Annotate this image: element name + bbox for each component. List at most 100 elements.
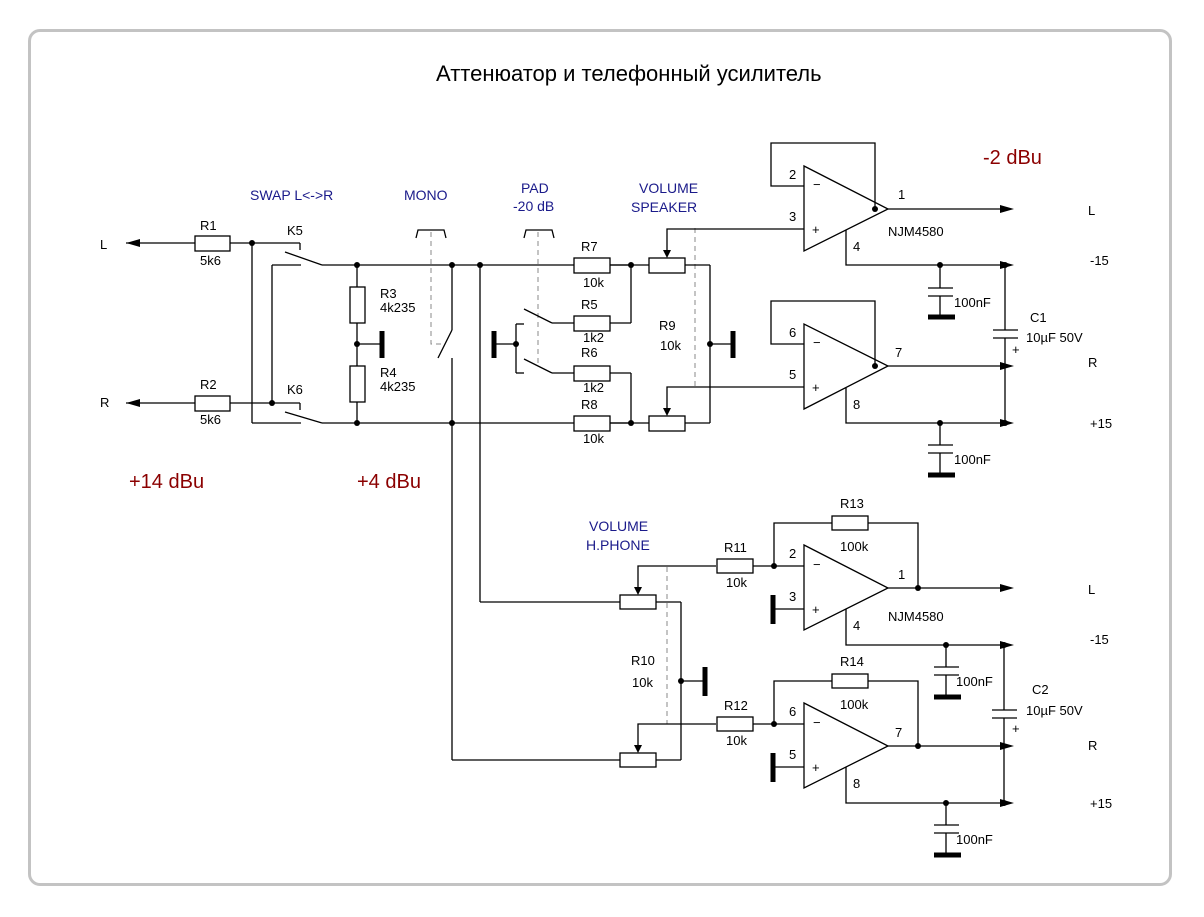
volume-speaker-label-1: VOLUME bbox=[639, 180, 698, 196]
resistor-r13 bbox=[831, 515, 869, 531]
supply-neg2-label: -15 bbox=[1090, 632, 1109, 647]
potentiometer-r10-r bbox=[619, 752, 657, 768]
wiper-arrow-icon bbox=[634, 587, 642, 595]
pin-1: 1 bbox=[898, 567, 905, 582]
potentiometer-r9-l bbox=[648, 257, 686, 274]
resistor-r1 bbox=[194, 235, 231, 252]
r5-ref: R5 bbox=[581, 297, 598, 312]
pin-5: 5 bbox=[789, 367, 796, 382]
pin-6: 6 bbox=[789, 704, 796, 719]
pad-label-2: -20 dB bbox=[513, 198, 554, 214]
supply-neg1-label: -15 bbox=[1090, 253, 1109, 268]
r11-value: 10k bbox=[726, 575, 747, 590]
swap-label: SWAP L<->R bbox=[250, 187, 333, 203]
resistor-r6 bbox=[573, 365, 611, 382]
pin-3: 3 bbox=[789, 589, 796, 604]
supply-arrow-icon bbox=[1000, 419, 1014, 427]
opamp-part-label: NJM4580 bbox=[888, 224, 944, 239]
resistor-r2 bbox=[194, 395, 231, 412]
supply-arrow-icon bbox=[1000, 799, 1014, 807]
c1-ref: C1 bbox=[1030, 310, 1047, 325]
output-r-arrow-icon bbox=[1000, 362, 1014, 370]
mono-label: MONO bbox=[404, 187, 448, 203]
potentiometer-r9-r bbox=[648, 415, 686, 432]
resistor-r12 bbox=[716, 716, 754, 732]
output-r-arrow-icon bbox=[1000, 742, 1014, 750]
resistor-r5 bbox=[573, 315, 611, 332]
r2-value: 5k6 bbox=[200, 412, 221, 427]
k6-ref: K6 bbox=[287, 382, 303, 397]
diagram-frame bbox=[28, 29, 1172, 886]
output-l-arrow-icon bbox=[1000, 205, 1014, 213]
r3-ref: R3 bbox=[380, 286, 397, 301]
r7-value: 10k bbox=[583, 275, 604, 290]
r8-value: 10k bbox=[583, 431, 604, 446]
pin-3: 3 bbox=[789, 209, 796, 224]
opamp-u1b bbox=[803, 322, 890, 411]
r12-value: 10k bbox=[726, 733, 747, 748]
r4-value: 4k235 bbox=[380, 379, 415, 394]
cap-100nf-label: 100nF bbox=[956, 674, 993, 689]
pin-7: 7 bbox=[895, 725, 902, 740]
switch-k6 bbox=[284, 411, 323, 424]
pin-1: 1 bbox=[898, 187, 905, 202]
potentiometer-r10-l bbox=[619, 594, 657, 610]
output2-r-label: R bbox=[1088, 738, 1097, 753]
r13-value: 100k bbox=[840, 539, 869, 554]
r11-ref: R11 bbox=[724, 540, 747, 555]
r10-value: 10k bbox=[632, 675, 653, 690]
pin-5: 5 bbox=[789, 747, 796, 762]
cap-100nf-label: 100nF bbox=[954, 295, 991, 310]
input-l-label: L bbox=[100, 237, 107, 252]
output2-l-label: L bbox=[1088, 582, 1095, 597]
pin-plus: + bbox=[812, 760, 820, 775]
opamp-part-label: NJM4580 bbox=[888, 609, 944, 624]
pin-2: 2 bbox=[789, 546, 796, 561]
resistor-r7 bbox=[573, 257, 611, 274]
wiper-arrow-icon bbox=[663, 408, 671, 416]
r12-ref: R12 bbox=[724, 698, 748, 713]
resistor-r11 bbox=[716, 558, 754, 574]
switch-pad-l bbox=[523, 308, 553, 324]
supply-pos1-label: +15 bbox=[1090, 416, 1112, 431]
r14-ref: R14 bbox=[840, 654, 864, 669]
k5-ref: K5 bbox=[287, 223, 303, 238]
resistor-r4 bbox=[349, 365, 366, 403]
pin-6: 6 bbox=[789, 325, 796, 340]
pin-8: 8 bbox=[853, 397, 860, 412]
c1-value: 10µF 50V bbox=[1026, 330, 1083, 345]
pin-minus: − bbox=[813, 335, 821, 350]
pin-plus: + bbox=[812, 602, 820, 617]
r10-ref: R10 bbox=[631, 653, 655, 668]
supply-pos2-label: +15 bbox=[1090, 796, 1112, 811]
pin-7: 7 bbox=[895, 345, 902, 360]
level-output: -2 dBu bbox=[983, 147, 1042, 169]
pin-8: 8 bbox=[853, 776, 860, 791]
pin-plus: + bbox=[812, 222, 820, 237]
volume-hphone-label-2: H.PHONE bbox=[586, 537, 650, 553]
pad-switch-actuator bbox=[523, 229, 555, 239]
c2-ref: C2 bbox=[1032, 682, 1049, 697]
resistor-r3 bbox=[349, 286, 366, 324]
output1-l-label: L bbox=[1088, 203, 1095, 218]
level-attenuated: +4 dBu bbox=[357, 471, 421, 493]
r1-ref: R1 bbox=[200, 218, 217, 233]
wiper-arrow-icon bbox=[634, 745, 642, 753]
switch-k5 bbox=[284, 251, 323, 266]
pin-4: 4 bbox=[853, 618, 860, 633]
resistor-r14 bbox=[831, 673, 869, 689]
r1-value: 5k6 bbox=[200, 253, 221, 268]
r2-ref: R2 bbox=[200, 377, 217, 392]
volume-hphone-label-1: VOLUME bbox=[589, 518, 648, 534]
r3-value: 4k235 bbox=[380, 300, 415, 315]
r9-value: 10k bbox=[660, 338, 681, 353]
r5-value: 1k2 bbox=[583, 330, 604, 345]
pin-plus: + bbox=[812, 380, 820, 395]
switch-pad-r bbox=[523, 358, 553, 374]
pin-minus: − bbox=[813, 177, 821, 192]
c1-polarity: + bbox=[1012, 342, 1020, 357]
level-input: +14 dBu bbox=[129, 471, 204, 493]
c2-polarity: + bbox=[1012, 721, 1020, 736]
wiper-arrow-icon bbox=[663, 250, 671, 258]
